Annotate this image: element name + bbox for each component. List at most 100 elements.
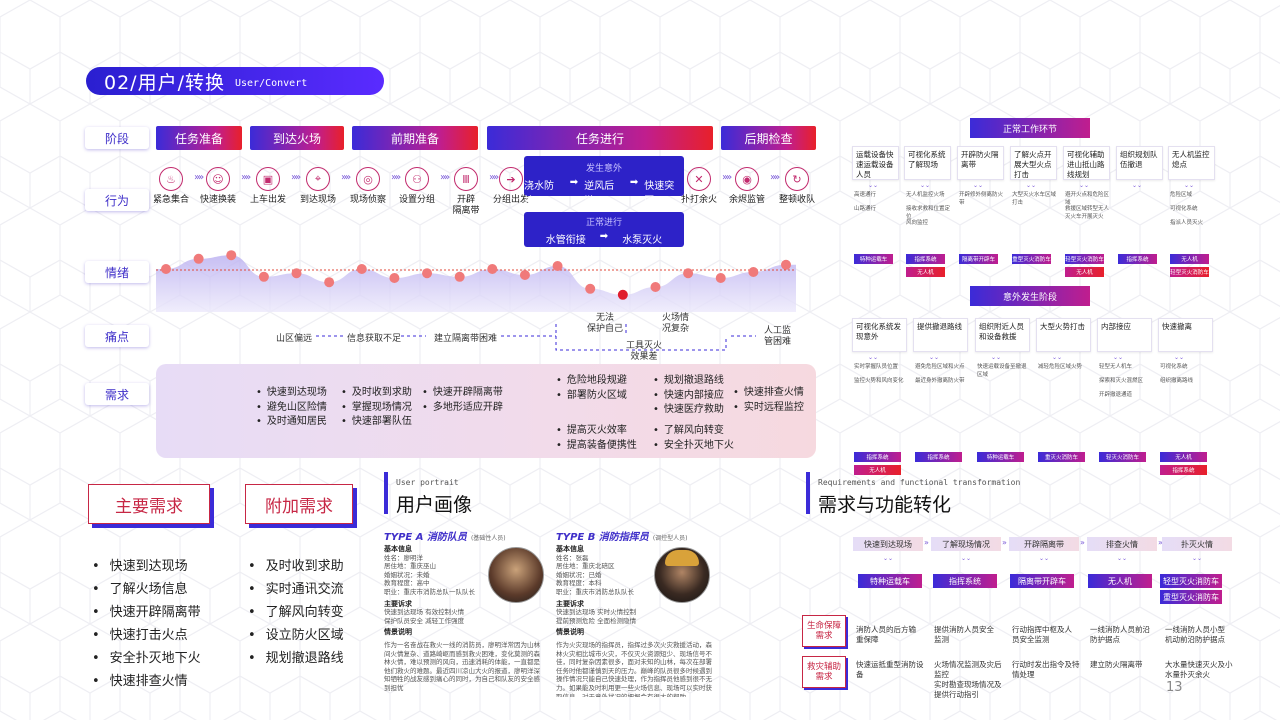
- equipment-tag: 轻型灭火消防车: [1065, 254, 1104, 264]
- action-item: Ⅲ 开辟 隔离带: [434, 167, 498, 217]
- need-item: 提高装备便携性: [556, 439, 637, 454]
- chevron-down-icon: ⌄⌄: [1184, 182, 1195, 189]
- rescue-aid-text: 火场情况监测及灾后监控 实时勘查现场情况及提供行动指引: [934, 660, 1002, 699]
- persona-b-req-item: 提前预测危险 全面检测隐情: [556, 616, 637, 625]
- main-need-item: 快速开辟隔离带: [92, 601, 201, 624]
- persona-a-basic-item: 教育程度：高中: [384, 579, 430, 588]
- action-item: ◎现场侦察: [336, 167, 400, 206]
- persona-a-type-label: TYPE A 消防队员: [384, 532, 467, 543]
- chevron-down-icon: ⌄⌄: [1117, 555, 1128, 562]
- equipment-tag: 指挥系统: [906, 254, 945, 264]
- requirement-item: 扑灭火情: [1162, 537, 1232, 551]
- action-item: ⚇设置分组: [385, 167, 449, 206]
- extra-need-item: 及时收到求助: [248, 555, 344, 578]
- chevron-right-icon: »: [1080, 538, 1085, 547]
- page-subtitle: User/Convert: [234, 77, 308, 89]
- flow-card-note: 无人机监控火场: [906, 192, 945, 198]
- action-item: ➔分组出发: [479, 167, 543, 206]
- chevron-down-icon: ⌄⌄: [1039, 555, 1050, 562]
- barrier-icon: Ⅲ: [454, 167, 478, 191]
- flow-card-title: 了解火点开展大型火点打击: [1010, 146, 1057, 180]
- emotion-point: [683, 268, 694, 279]
- chevron-right-icon: »»: [440, 172, 450, 183]
- chevron-down-icon: ⌄⌄: [1192, 555, 1203, 562]
- emotion-point: [585, 283, 596, 294]
- persona-b-basic-heading: 基本信息: [556, 545, 584, 553]
- flow-card-note: 轻型无人机车: [1099, 364, 1133, 370]
- equipment-tag: 指挥系统: [854, 452, 901, 462]
- emotion-point: [226, 250, 237, 261]
- need-item: 及时通知居民: [256, 415, 327, 430]
- flow-card-title: 快速撤离: [1158, 318, 1213, 352]
- equipment-tag: 指挥系统: [1118, 254, 1157, 264]
- emotion-point: [356, 264, 367, 274]
- flow-card-note: 救援区域转型无人灭火车开展灭火: [1065, 206, 1110, 220]
- main-need-item: 安全扑灭地下火: [92, 647, 201, 670]
- flow-card-note: 避免危险区域和火点: [915, 364, 965, 370]
- action-label: 分组出发: [492, 195, 529, 205]
- row-label-need: 需求: [85, 383, 149, 405]
- chevron-right-icon: »: [1002, 538, 1007, 547]
- chevron-down-icon: ⌄⌄: [1132, 182, 1143, 189]
- binoculars-icon: ◎: [356, 167, 380, 191]
- action-item: ☺快速换装: [186, 167, 250, 206]
- flow-card-note: 接收求救和位置定位: [906, 206, 951, 220]
- chevron-right-icon: »»: [722, 172, 732, 183]
- persona-b-basic: 基本信息 姓名：张磊 居住地：重庆北碚区 婚姻状况：已婚 教育程度：本科 职业：…: [556, 545, 656, 637]
- emotion-point: [389, 273, 400, 283]
- action-item: ♨紧急集合: [139, 167, 203, 206]
- pain-item: 工具灭火 效果差: [626, 341, 663, 362]
- need-list: 提高灭火效率 提高装备便携性: [556, 424, 637, 453]
- life-support-text: 一线消防人员前沿防护据点: [1090, 625, 1150, 644]
- emotion-point: [781, 259, 791, 270]
- action-label: 快速换装: [199, 195, 236, 205]
- persona-a-req-heading: 主要诉求: [384, 599, 412, 608]
- equipment-tag: 隔离带开辟车: [959, 254, 998, 264]
- persona-b-basic-item: 姓名：张磊: [556, 553, 589, 562]
- rescue-aid-text: 快速运抵重型消防设备: [856, 660, 924, 679]
- flow-card-note: 大型灭火水车区域打击: [1012, 192, 1057, 206]
- action-item: ⌖到达现场: [286, 167, 350, 206]
- flow-card-note: 避开火点和危险区域: [1065, 192, 1110, 206]
- action-label: 设置分组: [398, 195, 435, 205]
- persona-b-basic-item: 居住地：重庆北碚区: [556, 562, 615, 571]
- persona-b-req-heading: 主要诉求: [556, 599, 584, 608]
- life-support-text: 提供消防人员安全监测: [934, 625, 994, 644]
- need-item: 快速内部接应: [653, 389, 724, 404]
- chevron-down-icon: ⌄⌄: [991, 354, 1002, 361]
- fire-icon: ♨: [159, 167, 183, 191]
- flow-card-title: 无人机监控熄点: [1168, 146, 1215, 180]
- row-label-stage: 阶段: [85, 127, 149, 149]
- portrait-section-en: User portrait: [396, 478, 459, 487]
- equipment-tag: 重灭火消防车: [1038, 452, 1085, 462]
- need-list: 了解风向转变 安全扑灭地下火: [653, 424, 734, 453]
- flow-card-title: 开辟防火隔离带: [957, 146, 1004, 180]
- flow-card-title: 提供撤退路线: [913, 318, 968, 352]
- rescue-aid-tag: 救灾辅助 需求: [802, 656, 846, 688]
- accident-flow-heading: 意外发生阶段: [970, 286, 1090, 306]
- row-label-emotion: 情绪: [85, 261, 149, 283]
- action-label: 扑打余火: [680, 195, 717, 205]
- persona-b-avatar: [654, 547, 710, 603]
- main-need-item: 了解火场信息: [92, 578, 201, 601]
- normal-flow-heading: 正常工作环节: [970, 118, 1090, 138]
- portrait-section-bar: [384, 472, 388, 514]
- persona-b-desc: 作为火灾现场的指挥员，指挥过多次火灾救援活动，森林火灾相比城市火灾，不仅灭火资源…: [556, 641, 712, 697]
- flow-card-note: 危险区域: [1170, 192, 1193, 198]
- eye-icon: ◉: [735, 167, 759, 191]
- chevron-down-icon: ⌄⌄: [961, 555, 972, 562]
- action-label: 开辟 隔离带: [452, 195, 480, 216]
- accident-step: 快速突围: [644, 181, 675, 207]
- function-item: 轻型灭火消防车: [1160, 574, 1222, 588]
- action-label: 余烬监管: [728, 195, 765, 205]
- stage-execute: 任务进行: [487, 126, 713, 150]
- need-item: 快速部署队伍: [341, 415, 412, 430]
- persona-b-type-label: TYPE B 消防指挥员: [556, 532, 649, 543]
- row-label-behavior: 行为: [85, 189, 149, 211]
- need-list: 快速到达现场 避免山区险情 及时通知居民: [256, 386, 327, 430]
- flow-card-note: 可视化系统: [1160, 364, 1188, 370]
- extra-needs-heading: 附加需求: [245, 484, 353, 524]
- equipment-tag: 无人机: [1065, 267, 1104, 277]
- equipment-tag: 轻灭火消防车: [1099, 452, 1146, 462]
- accident-box: 发生意外 浇水防护➡ 逆风后撤➡ 快速突围: [524, 156, 684, 207]
